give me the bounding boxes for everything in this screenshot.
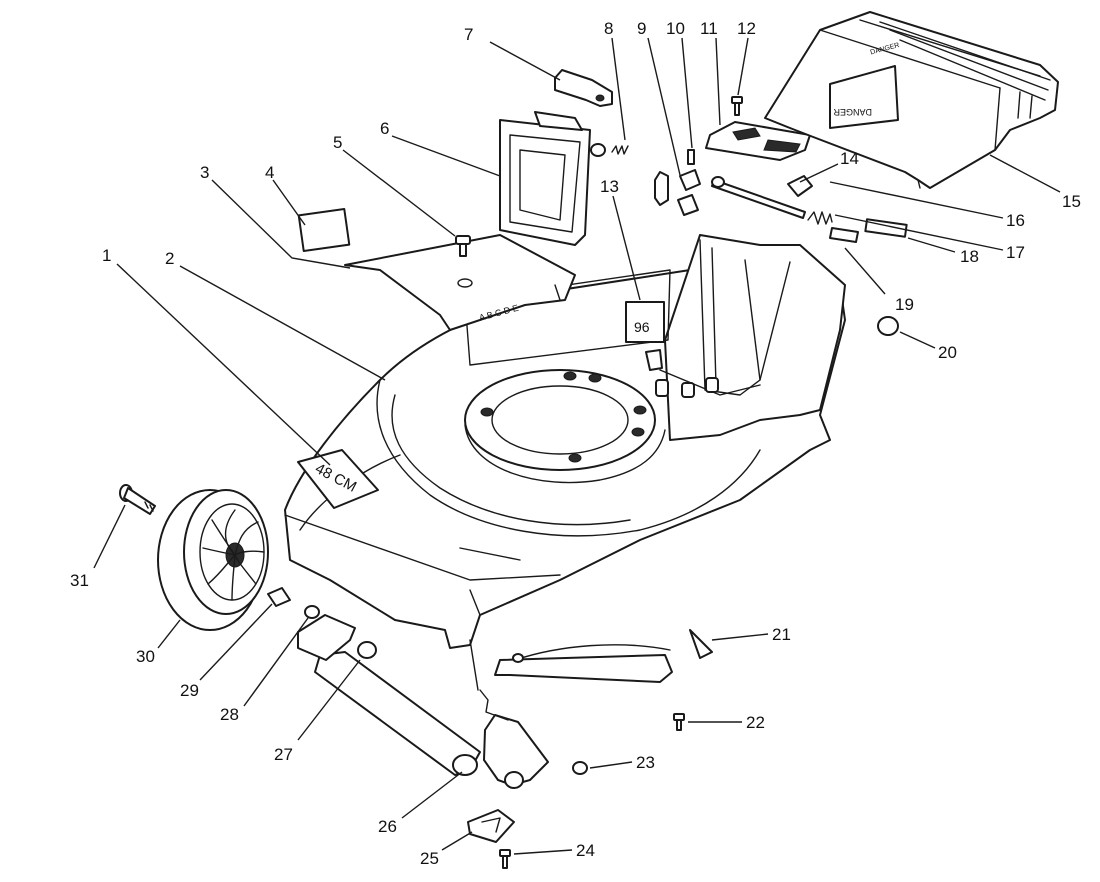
callout-23: 23 [636,753,655,772]
panel-number-label: 96 [634,319,650,335]
callout-4: 4 [265,163,274,182]
small-spring [611,145,629,155]
callout-6: 6 [380,119,389,138]
hinge-bracket [654,171,669,206]
callout-29: 29 [180,681,199,700]
callout-16: 16 [1006,211,1025,230]
latch-bracket [554,69,613,107]
rod-spacer [829,227,859,243]
rear-axle-assembly [297,614,549,789]
callout-24: 24 [576,841,595,860]
callout-10: 10 [666,19,685,38]
height-panel-decal: 96 [625,301,665,343]
adjust-bolt [455,235,471,257]
rear-wheel [157,489,269,631]
wheel-washer [304,605,320,619]
bar-screw [731,96,743,116]
axle-plate [467,809,515,843]
hinge-rod [711,176,806,219]
axle-nut [572,761,588,775]
callout-11: 11 [700,19,718,38]
callout-22: 22 [746,713,765,732]
callout-21: 21 [772,625,791,644]
callout-31: 31 [70,571,89,590]
callout-1: 1 [102,246,111,265]
callout-27: 27 [274,745,293,764]
callout-5: 5 [333,133,342,152]
callout-13: 13 [600,177,619,196]
rod-cap [787,175,813,197]
deflector-screw [673,713,685,731]
mower-deck [284,234,846,649]
callout-19: 19 [895,295,914,314]
callout-25: 25 [420,849,439,868]
callout-12: 12 [737,19,756,38]
wheel-bushing [267,587,291,607]
callout-14: 14 [840,149,859,168]
leader-lines [93,37,1061,855]
callout-28: 28 [220,705,239,724]
callout-20: 20 [938,343,957,362]
warning-front-label: DANGER [833,107,872,117]
label-decal [297,207,351,253]
grass-bag-handle-bar [705,121,811,161]
rear-cover-hood: DANGER DANGER [764,11,1059,189]
callout-9: 9 [637,19,646,38]
torsion-spring [807,211,833,225]
callout-26: 26 [378,817,397,836]
wheel-bolt [119,484,156,515]
callout-17: 17 [1006,243,1025,262]
plug-cap [877,316,899,336]
callout-30: 30 [136,647,155,666]
callout-labels: 1 2 3 4 5 6 7 8 9 10 11 12 13 14 15 16 1… [70,19,1081,868]
callout-18: 18 [960,247,979,266]
pivot-bushing [677,149,701,216]
plate-screw [499,849,511,869]
callout-3: 3 [200,163,209,182]
callout-2: 2 [165,249,174,268]
chute-door [499,111,606,246]
rear-deflector [494,629,713,683]
deck-size-decal: 48 CM [297,449,379,509]
callout-15: 15 [1062,192,1081,211]
callout-8: 8 [604,19,613,38]
callout-7: 7 [464,25,473,44]
